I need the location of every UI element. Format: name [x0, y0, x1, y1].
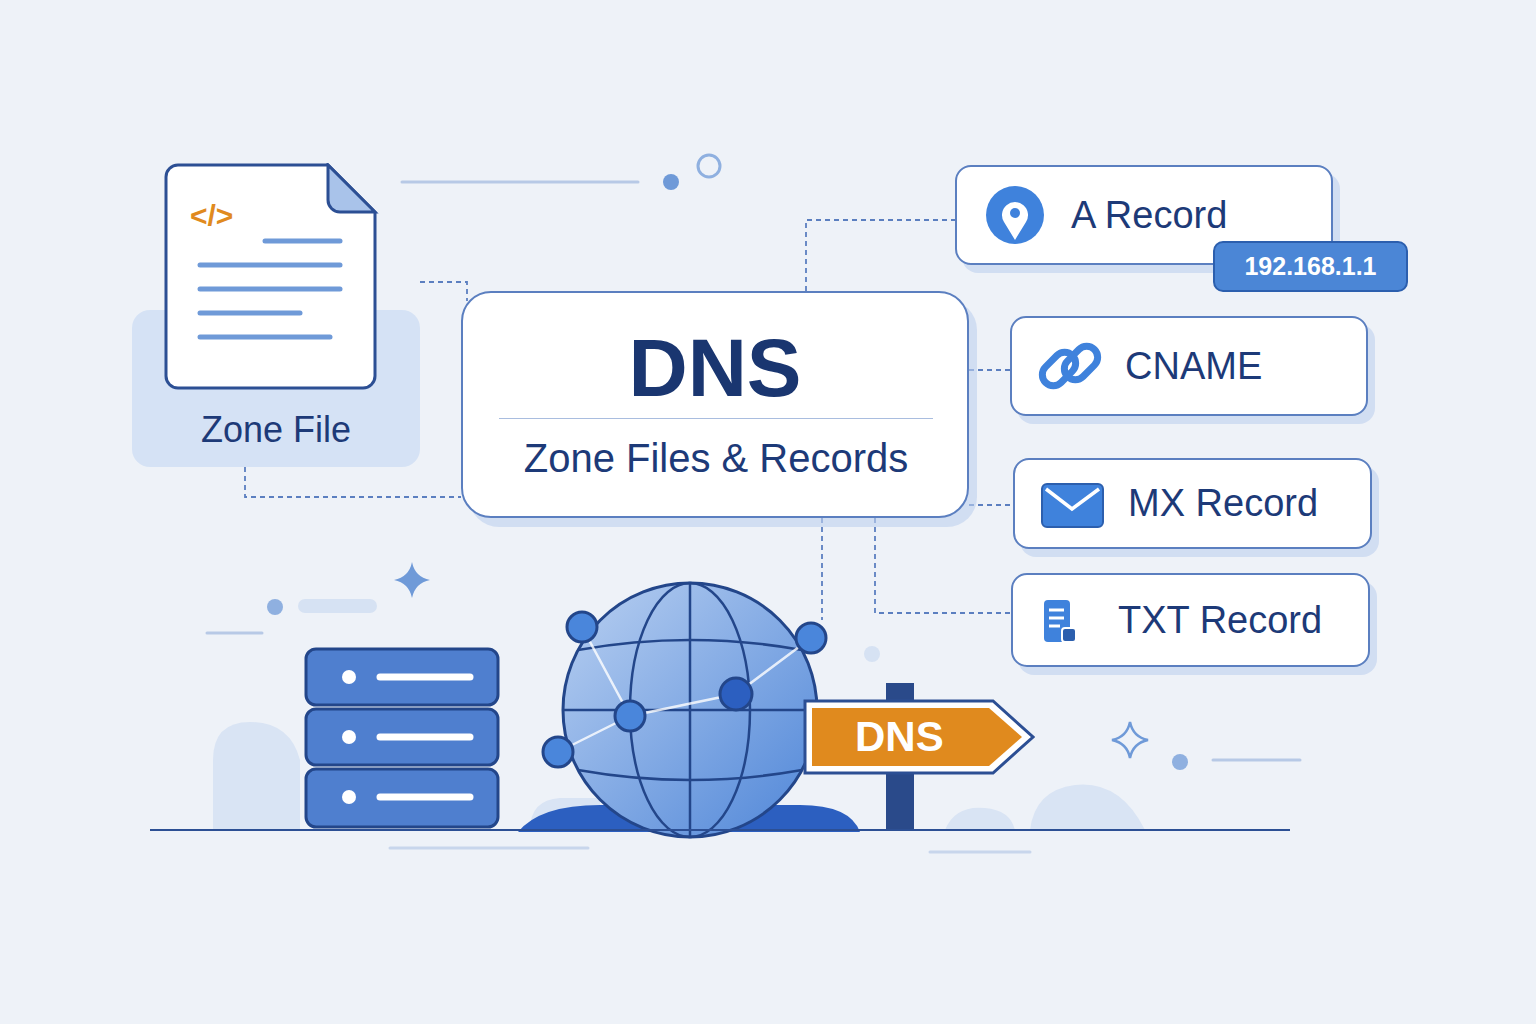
decor-lines-part [1172, 754, 1188, 770]
node-text: DNS [463, 323, 967, 413]
location-pin-icon-part [1002, 202, 1028, 240]
document-line [200, 311, 300, 316]
decor-lines-part [390, 847, 588, 850]
node-text: A Record [1071, 194, 1227, 237]
server-stack-part [342, 730, 356, 744]
document-line [200, 335, 330, 340]
decor-lines-part [663, 174, 679, 190]
signpost-sign: DNS [803, 697, 1035, 777]
node-text: Zone File [132, 409, 420, 451]
envelope-icon [1042, 484, 1103, 527]
dashed-connector [420, 282, 467, 301]
dashed-connector [245, 467, 461, 497]
server-stack-part [306, 649, 498, 705]
globe-part [563, 583, 817, 837]
dns-hub-box: DNSZone Files & Records [461, 291, 969, 518]
cloud-part [1030, 785, 1145, 830]
server-stack-part [380, 674, 470, 681]
server-stack [306, 649, 498, 827]
decor-lines-part [305, 599, 370, 613]
server-stack-part [380, 734, 470, 741]
zone-file-tile: Zone File [132, 163, 420, 467]
document-fold [328, 165, 375, 212]
node-text: Zone Files & Records [499, 418, 933, 483]
node-text: MX Record [1128, 482, 1318, 525]
globe-part [796, 623, 826, 653]
decor-lines-part [402, 181, 638, 184]
globe-part [563, 709, 817, 712]
decor-lines-part [1213, 759, 1300, 762]
server-stack-part [342, 670, 356, 684]
sparkle-part [394, 562, 430, 598]
envelope-icon-part [1042, 484, 1103, 527]
globe-part [582, 627, 811, 716]
record-box: MX Record [1013, 458, 1372, 549]
server-stack-part [306, 709, 498, 765]
dashed-connector [969, 369, 1010, 371]
decor-lines-part [930, 851, 1030, 854]
globe-part [578, 640, 802, 650]
location-pin-icon [986, 186, 1044, 244]
node-text: 192.168.1.1 [1244, 252, 1376, 281]
ground-line-part [150, 829, 1290, 831]
globe-part [720, 678, 752, 710]
document-line [200, 263, 340, 268]
document-line [265, 239, 340, 244]
envelope-icon-part [1046, 489, 1099, 509]
node-text: TXT Record [1118, 599, 1322, 642]
document-icon [1044, 600, 1076, 642]
document-icon-part [1049, 617, 1064, 620]
document-icon-part [1049, 625, 1060, 628]
document-line [200, 287, 340, 292]
ground-line [150, 830, 1290, 831]
record-box: CNAME [1010, 316, 1368, 416]
location-pin-icon-part [986, 186, 1044, 244]
decor-lines-part [207, 632, 262, 635]
dashed-connector [875, 518, 1011, 613]
globe-part [615, 701, 645, 731]
leader-line-part [821, 518, 823, 620]
decor-lines-part [698, 155, 720, 177]
document-icon-part [1044, 600, 1070, 642]
document-outline [166, 165, 375, 388]
ip-badge: 192.168.1.1 [1213, 241, 1408, 292]
node-text: CNAME [1125, 345, 1262, 388]
signpost-fill [812, 708, 1022, 766]
globe-part [567, 612, 597, 642]
cloud-part [945, 808, 1015, 830]
document-icon-part [1049, 609, 1064, 612]
document-icon-part [1062, 628, 1076, 642]
decor-lines-part [864, 646, 880, 662]
decor-lines-part [267, 599, 283, 615]
dashed-connector [806, 220, 955, 291]
location-pin-icon-part [1010, 208, 1020, 218]
leader-line [822, 518, 823, 620]
document-illustration [132, 163, 420, 403]
cloud-part [213, 722, 300, 830]
globe-part [578, 770, 802, 780]
signpost-outline [805, 701, 1033, 773]
record-box: TXT Record [1011, 573, 1370, 667]
link-icon-part [1038, 348, 1080, 390]
server-stack-part [306, 769, 498, 827]
link-icon-part [1060, 342, 1102, 384]
sparkle-part [1112, 722, 1148, 758]
dashed-connector [969, 504, 1013, 506]
node-text: DNS [855, 713, 944, 761]
server-stack-part [380, 794, 470, 801]
server-stack-part [342, 790, 356, 804]
globe-part [543, 737, 573, 767]
link-icon [1038, 342, 1102, 390]
